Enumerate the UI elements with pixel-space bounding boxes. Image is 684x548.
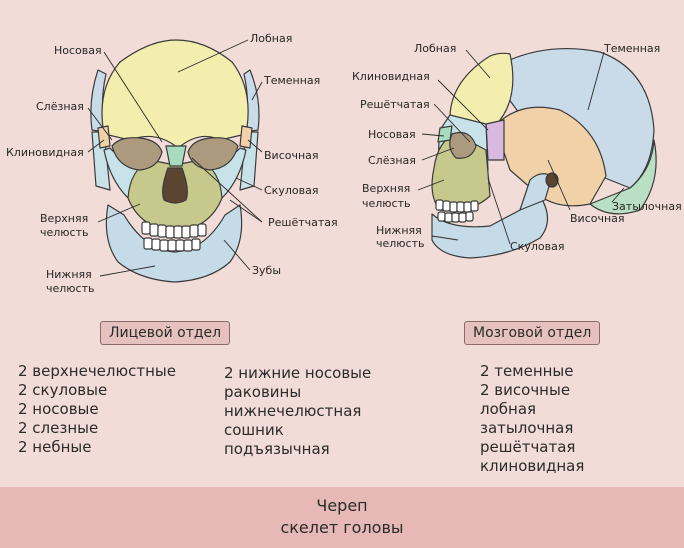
footer-title: Череп xyxy=(316,496,368,515)
cranial-item: клиновидная xyxy=(480,457,585,475)
side-temporal xyxy=(494,106,607,207)
side-label-temporal: Височная xyxy=(570,212,625,225)
side-label-parietal: Теменная xyxy=(604,42,661,55)
front-sphenoid-right xyxy=(239,125,253,149)
cranial-section-title: Мозговой отдел xyxy=(464,321,601,345)
front-label-lacrimal: Слёзная xyxy=(36,100,84,113)
front-mandible xyxy=(105,204,243,283)
cranial-item: 2 теменные xyxy=(480,362,574,380)
front-frontal xyxy=(101,39,249,149)
facial-item: раковины xyxy=(224,383,302,401)
side-ear-canal xyxy=(545,172,559,188)
side-label-sphenoid: Клиновидная xyxy=(352,70,430,83)
facial-item: 2 скуловые xyxy=(18,381,108,399)
cranial-item: лобная xyxy=(480,400,537,418)
facial-section-title: Лицевой отдел xyxy=(100,321,231,345)
side-label-frontal: Лобная xyxy=(414,42,457,55)
facial-item: подъязычная xyxy=(224,440,330,458)
front-label-maxilla-2: челюсть xyxy=(40,226,89,239)
front-orbit-right xyxy=(187,137,239,171)
cranial-list: 2 теменные 2 височные лобная затылочная … xyxy=(480,362,584,476)
front-label-sphenoid: Клиновидная xyxy=(6,146,84,159)
cranial-item: решётчатая xyxy=(480,438,576,456)
side-nasal xyxy=(437,125,453,143)
front-label-mandible-2: челюсть xyxy=(46,282,95,295)
side-label-lacrimal: Слёзная xyxy=(368,154,416,167)
side-label-maxilla-1: Верхняя xyxy=(362,182,411,195)
facial-item: 2 слезные xyxy=(18,419,99,437)
front-teeth xyxy=(141,221,207,252)
facial-list-col1: 2 верхнечелюстные 2 скуловые 2 носовые 2… xyxy=(18,362,176,457)
side-label-occipital: Затылочная xyxy=(612,200,682,213)
front-label-parietal: Теменная xyxy=(264,74,321,87)
facial-item: 2 нижние носовые xyxy=(224,364,372,382)
front-label-teeth: Зубы xyxy=(252,264,282,277)
front-nasal-cavity xyxy=(162,167,188,204)
side-teeth xyxy=(435,199,479,223)
side-label-mandible-1: Нижняя xyxy=(376,224,422,237)
facial-list-col2: 2 нижние носовые раковины нижнечелюстная… xyxy=(224,364,371,459)
front-label-ethmoid: Решётчатая xyxy=(268,216,338,229)
footer-banner: Череп скелет головы xyxy=(0,487,684,548)
front-label-zygomatic: Скуловая xyxy=(264,184,319,197)
front-label-temporal: Височная xyxy=(264,149,319,162)
side-label-zygomatic: Скуловая xyxy=(510,240,565,253)
footer-subtitle: скелет головы xyxy=(280,518,404,537)
side-label-nasal: Носовая xyxy=(368,128,416,141)
side-label-mandible-2: челюсть xyxy=(376,237,425,250)
front-label-mandible-1: Нижняя xyxy=(46,268,92,281)
facial-item: нижнечелюстная xyxy=(224,402,362,420)
side-occipital xyxy=(589,139,657,215)
side-orbit xyxy=(449,131,477,159)
side-sphenoid xyxy=(485,119,505,161)
leader-lines xyxy=(87,39,625,277)
side-frontal xyxy=(449,52,514,129)
facial-item: 2 верхнечелюстные xyxy=(18,362,176,380)
side-skull xyxy=(431,47,657,259)
front-label-frontal: Лобная xyxy=(250,32,293,45)
cranial-item: затылочная xyxy=(480,419,574,437)
side-label-maxilla-2: челюсть xyxy=(362,197,411,210)
cranial-item: 2 височные xyxy=(480,381,571,399)
front-nasal xyxy=(165,145,187,167)
side-mandible xyxy=(431,195,549,259)
front-label-maxilla-1: Верхняя xyxy=(40,212,89,225)
facial-item: сошник xyxy=(224,421,284,439)
facial-item: 2 небные xyxy=(18,438,92,456)
front-label-nasal: Носовая xyxy=(54,44,102,57)
front-orbit-left xyxy=(111,137,163,171)
facial-item: 2 носовые xyxy=(18,400,99,418)
front-skull xyxy=(90,39,260,283)
side-label-ethmoid: Решётчатая xyxy=(360,98,430,111)
